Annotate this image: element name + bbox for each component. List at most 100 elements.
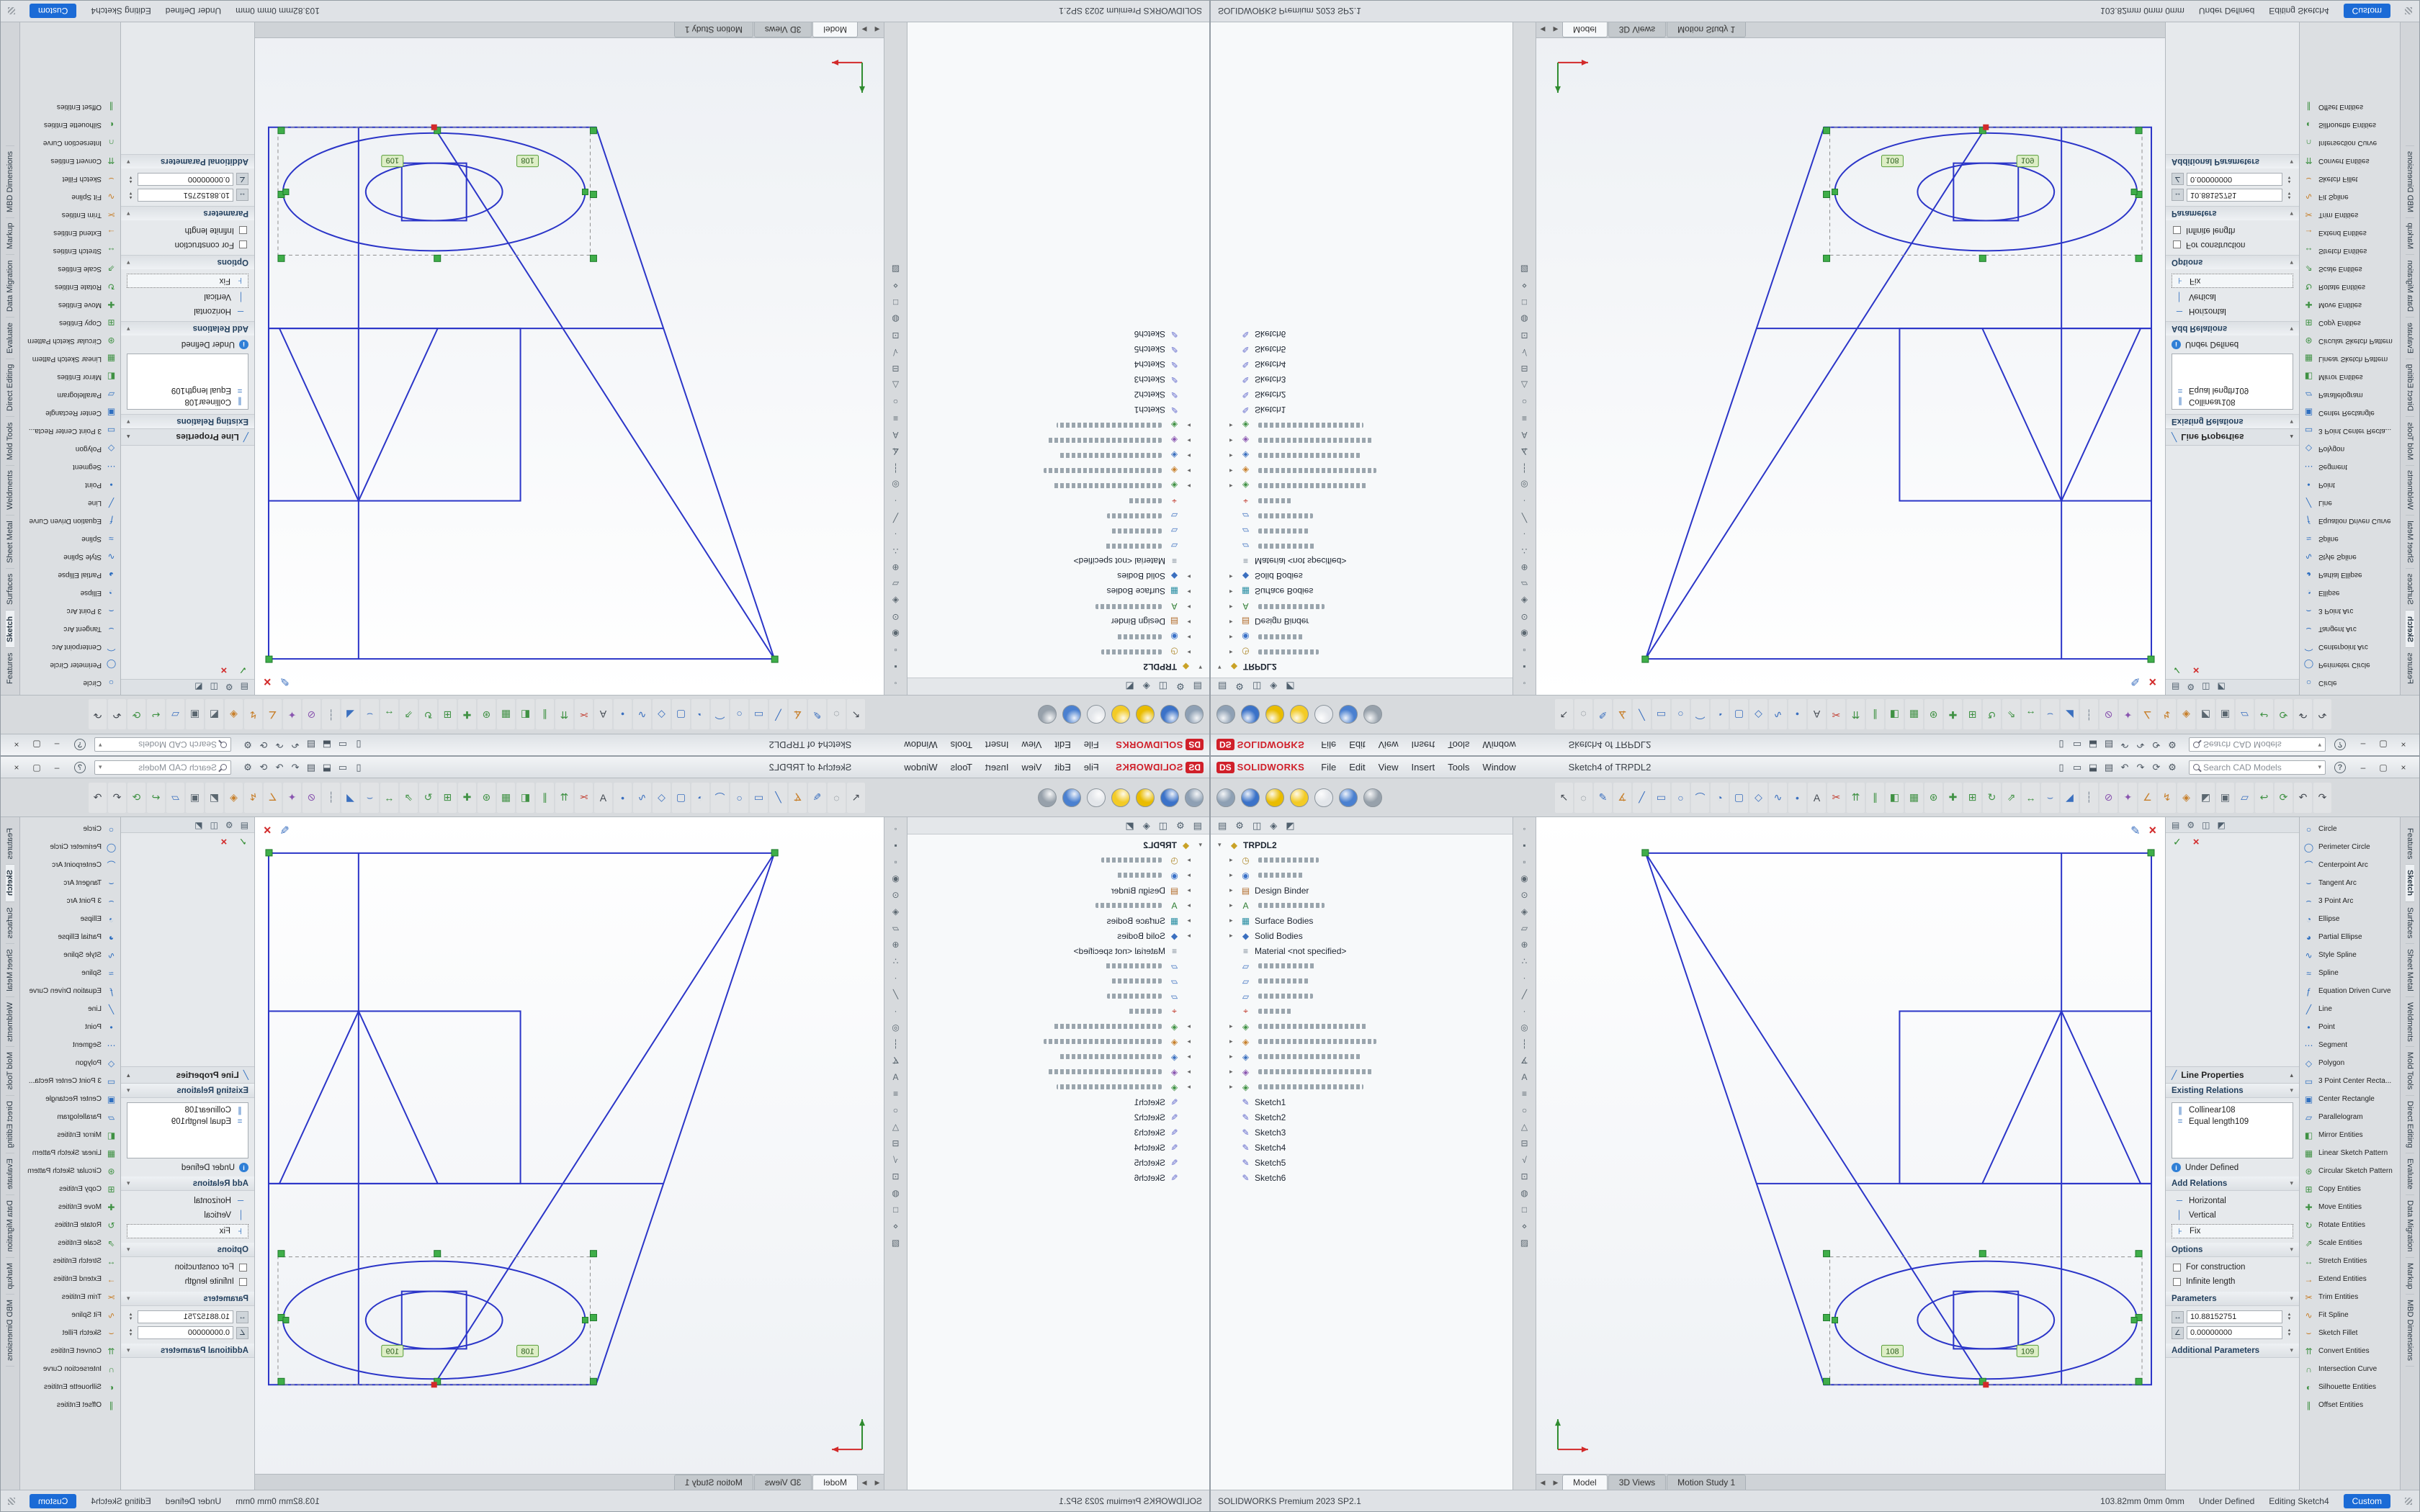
- palette-item[interactable]: • Point: [20, 1018, 120, 1036]
- palette-item[interactable]: ⌒ Centerpoint Arc: [20, 638, 120, 656]
- window-control-button[interactable]: ×: [2401, 762, 2406, 773]
- tree-item[interactable]: ≡ Material <not specified>: [1211, 554, 1512, 569]
- palette-item[interactable]: ↻ Rotate Entities: [2300, 1216, 2400, 1234]
- help-icon[interactable]: ?: [2334, 761, 2346, 773]
- add-relations-header[interactable]: Add Relations ▾: [2166, 321, 2299, 336]
- palette-item[interactable]: ⊛ Circular Sketch Pattern: [2300, 1162, 2400, 1180]
- sketch-geometry[interactable]: [1644, 852, 2153, 1386]
- tree-item[interactable]: ✎ Sketch6: [1211, 327, 1512, 342]
- filter-icon[interactable]: ◦: [1523, 678, 1526, 688]
- command-tab[interactable]: Markup: [2406, 1258, 2414, 1295]
- tree-item[interactable]: ▸ ◉: [908, 868, 1209, 883]
- panel-tab-icon[interactable]: ◩: [2217, 819, 2226, 830]
- expander-icon[interactable]: ▸: [1229, 467, 1233, 474]
- panel-tab-icon[interactable]: ⚙: [2187, 682, 2195, 693]
- command-icon[interactable]: ▱: [2236, 699, 2254, 730]
- document-tab[interactable]: Motion Study 1: [1667, 22, 1747, 37]
- unit-system-chip[interactable]: Custom: [2343, 4, 2390, 19]
- filter-icon[interactable]: ⊙: [892, 612, 900, 622]
- menu-item[interactable]: File: [1321, 739, 1337, 750]
- spinner-icons[interactable]: ▲▼: [2287, 175, 2292, 184]
- tree-item[interactable]: ▸ ▤ Design Binder: [908, 883, 1209, 898]
- command-icon[interactable]: ↯: [2158, 782, 2176, 813]
- command-icon[interactable]: ◧: [516, 782, 534, 813]
- command-icon[interactable]: ⇈: [1847, 782, 1865, 813]
- additional-parameters-header[interactable]: Additional Parameters ▾: [2166, 154, 2299, 168]
- command-tab[interactable]: MBD Dimensions: [2406, 1295, 2414, 1367]
- filter-icon[interactable]: ▨: [1520, 1238, 1529, 1248]
- view-sphere-icon[interactable]: [1136, 788, 1155, 807]
- palette-item[interactable]: ⌢ 3 Point Arc: [20, 892, 120, 910]
- command-icon[interactable]: ✂: [1827, 782, 1845, 813]
- checkbox[interactable]: [2173, 240, 2181, 249]
- command-icon[interactable]: ↶: [108, 782, 126, 813]
- expander-icon[interactable]: ▸: [1187, 437, 1191, 444]
- command-tab[interactable]: Weldments: [2406, 997, 2414, 1048]
- expander-icon[interactable]: ▾: [1218, 664, 1222, 671]
- menu-item[interactable]: Insert: [1411, 739, 1435, 750]
- palette-item[interactable]: ╱ Line: [20, 494, 120, 512]
- command-icon[interactable]: ∥: [1866, 699, 1884, 730]
- filter-icon[interactable]: ◦: [1523, 824, 1526, 834]
- sketch-point[interactable]: [431, 124, 437, 130]
- palette-item[interactable]: ∩ Intersection Curve: [2300, 1360, 2400, 1378]
- palette-item[interactable]: ⌣ Sketch Fillet: [2300, 170, 2400, 188]
- tree-item[interactable]: ▸ A: [1211, 599, 1512, 614]
- filter-icon[interactable]: ∡: [892, 1056, 900, 1066]
- option-row[interactable]: For construction: [2172, 239, 2293, 251]
- add-relation-button[interactable]: ─ Horizontal: [2172, 1195, 2293, 1207]
- filter-icon[interactable]: ◍: [892, 1188, 900, 1198]
- selection-handles[interactable]: [1641, 849, 2155, 1385]
- filter-icon[interactable]: ▪: [894, 662, 897, 672]
- view-sphere-icon[interactable]: [1241, 788, 1260, 807]
- command-icon[interactable]: ┆: [2080, 699, 2098, 730]
- tree-item[interactable]: ✎ Sketch2: [1211, 1110, 1512, 1125]
- command-icon[interactable]: ○: [1672, 699, 1690, 730]
- search-box[interactable]: Search CAD Models ▾: [2189, 737, 2326, 752]
- expander-icon[interactable]: ▸: [1187, 618, 1191, 626]
- command-icon[interactable]: ◈: [225, 699, 243, 730]
- relation-tag-109[interactable]: 109: [2016, 1344, 2039, 1357]
- palette-item[interactable]: ▦ Linear Sketch Pattern: [2300, 1144, 2400, 1162]
- quick-access-icon[interactable]: ⚙: [243, 739, 252, 751]
- palette-item[interactable]: ◕ Partial Ellipse: [20, 928, 120, 946]
- palette-item[interactable]: ⌢ 3 Point Arc: [20, 602, 120, 620]
- menu-item[interactable]: Tools: [1448, 762, 1470, 773]
- command-tab[interactable]: Markup: [6, 1257, 14, 1295]
- palette-item[interactable]: ⇗ Scale Entities: [2300, 1234, 2400, 1252]
- command-icon[interactable]: A: [1808, 699, 1826, 730]
- center-rectangle[interactable]: [400, 1290, 467, 1350]
- palette-item[interactable]: ∥ Offset Entities: [2300, 1396, 2400, 1414]
- option-row[interactable]: Infinite length: [127, 225, 248, 236]
- tree-item[interactable]: ▸ ◈: [908, 433, 1209, 448]
- tree-item[interactable]: ▱: [908, 989, 1209, 1004]
- command-icon[interactable]: ▢: [672, 699, 690, 730]
- command-icon[interactable]: ↩: [2255, 782, 2273, 813]
- expander-icon[interactable]: ▸: [1229, 901, 1233, 909]
- tab-scroll-right-icon[interactable]: ▶: [1553, 26, 1559, 33]
- cancel-icon[interactable]: ×: [220, 835, 228, 848]
- tree-item[interactable]: ✎ Sketch3: [908, 372, 1209, 387]
- menu-item[interactable]: Insert: [985, 762, 1009, 773]
- tree-item[interactable]: ▱: [908, 973, 1209, 989]
- trapezoid-outline[interactable]: [1644, 126, 2153, 660]
- view-sphere-icon[interactable]: [1339, 705, 1358, 724]
- command-icon[interactable]: ✎: [808, 699, 826, 730]
- command-icon[interactable]: ◩: [205, 699, 223, 730]
- view-sphere-icon[interactable]: [1038, 705, 1057, 724]
- command-icon[interactable]: ∡: [1613, 699, 1631, 730]
- quick-access-icon[interactable]: ↶: [2120, 761, 2129, 773]
- parameters-header[interactable]: Parameters ▾: [2166, 1292, 2299, 1306]
- filter-icon[interactable]: ·: [894, 1006, 897, 1016]
- command-icon[interactable]: •: [614, 699, 632, 730]
- sketch-canvas[interactable]: 108 109: [1536, 817, 2165, 1474]
- command-icon[interactable]: ∥: [536, 699, 554, 730]
- filter-icon[interactable]: ⊕: [1520, 940, 1528, 950]
- selection-bounding-box[interactable]: [1829, 1256, 2143, 1385]
- palette-item[interactable]: ▭ 3 Point Center Recta...: [20, 422, 120, 440]
- window-control-button[interactable]: –: [54, 762, 60, 773]
- menu-item[interactable]: Tools: [950, 739, 972, 750]
- command-tab[interactable]: MBD Dimensions: [2406, 145, 2414, 217]
- palette-item[interactable]: ∥ Offset Entities: [2300, 98, 2400, 116]
- tree-item[interactable]: ▸ ◈: [1211, 1079, 1512, 1094]
